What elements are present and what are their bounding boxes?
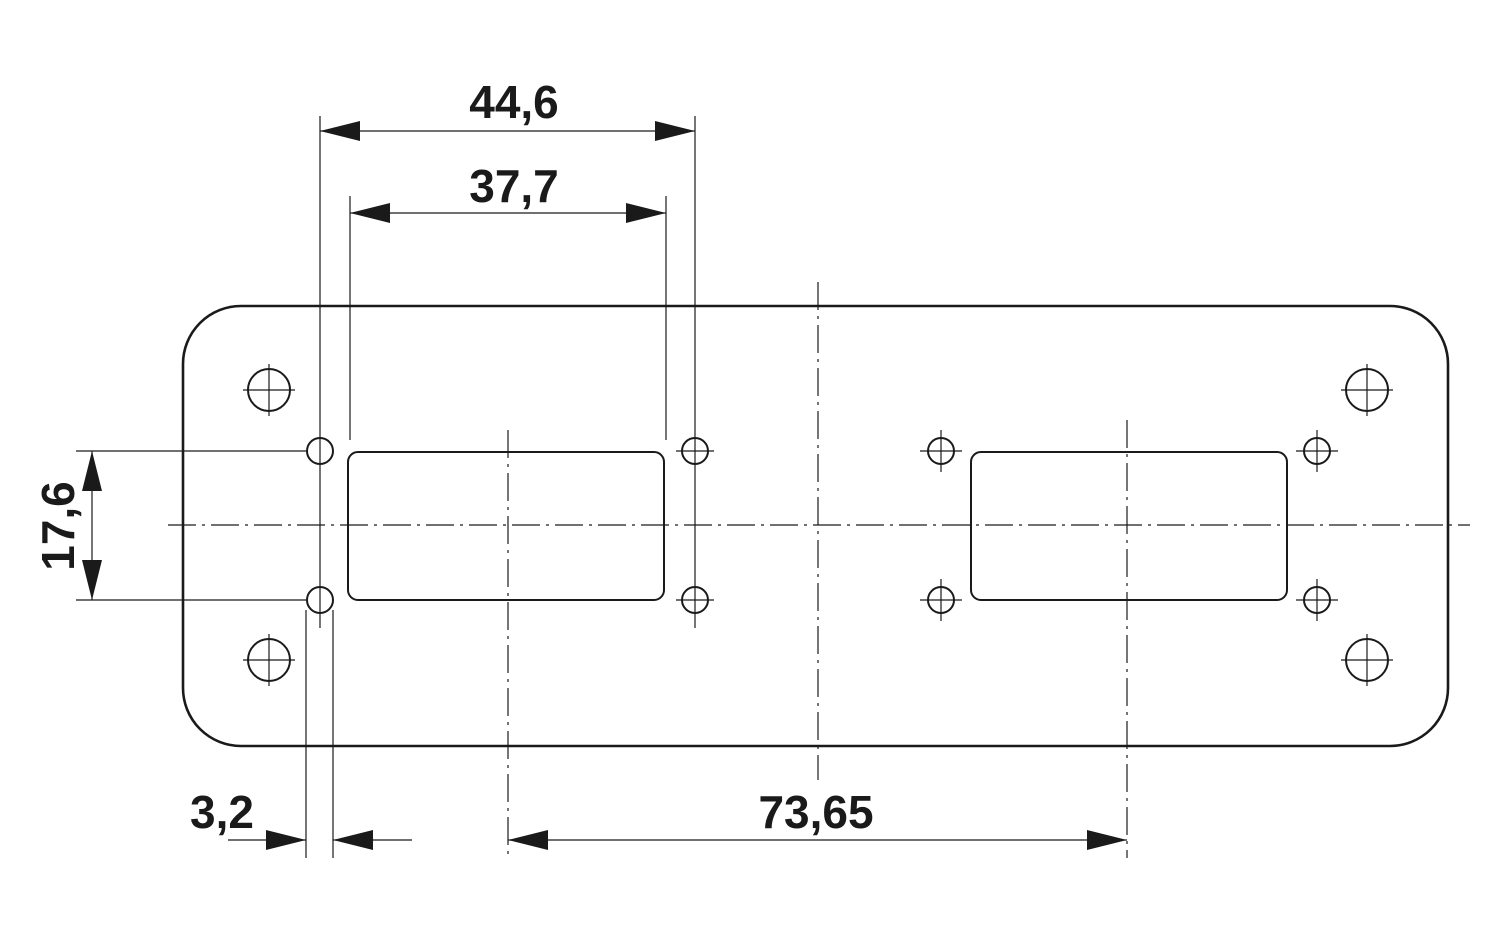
dimension-label-3-2: 3,2 xyxy=(190,786,254,838)
dimension-label-44-6: 44,6 xyxy=(469,76,559,128)
right-cutout xyxy=(970,451,1288,601)
corner-hole-bottom-left xyxy=(243,634,295,686)
dimension-label-17-6: 17,6 xyxy=(32,481,84,571)
corner-hole-top-left xyxy=(243,364,295,416)
dimension-hole-vertical-spacing: 17,6 xyxy=(32,451,102,600)
corner-hole-bottom-right xyxy=(1341,634,1393,686)
right-small-hole-bottom-left xyxy=(920,579,962,621)
dimension-label-37-7: 37,7 xyxy=(469,160,559,212)
mounting-plate-outline xyxy=(181,304,1450,748)
right-small-hole-bottom-right xyxy=(1296,579,1338,621)
dimension-cutout-center-distance: 73,65 xyxy=(508,786,1127,850)
dimension-label-73-65: 73,65 xyxy=(758,786,873,838)
dimension-outer-hole-spacing: 44,6 xyxy=(320,76,695,141)
left-cutout xyxy=(347,451,665,601)
corner-hole-top-right xyxy=(1341,364,1393,416)
dimension-hole-offset: 3,2 xyxy=(190,786,412,850)
dimension-inner-hole-spacing: 37,7 xyxy=(350,160,666,223)
right-small-hole-top-right xyxy=(1296,430,1338,472)
right-small-hole-top-left xyxy=(920,430,962,472)
